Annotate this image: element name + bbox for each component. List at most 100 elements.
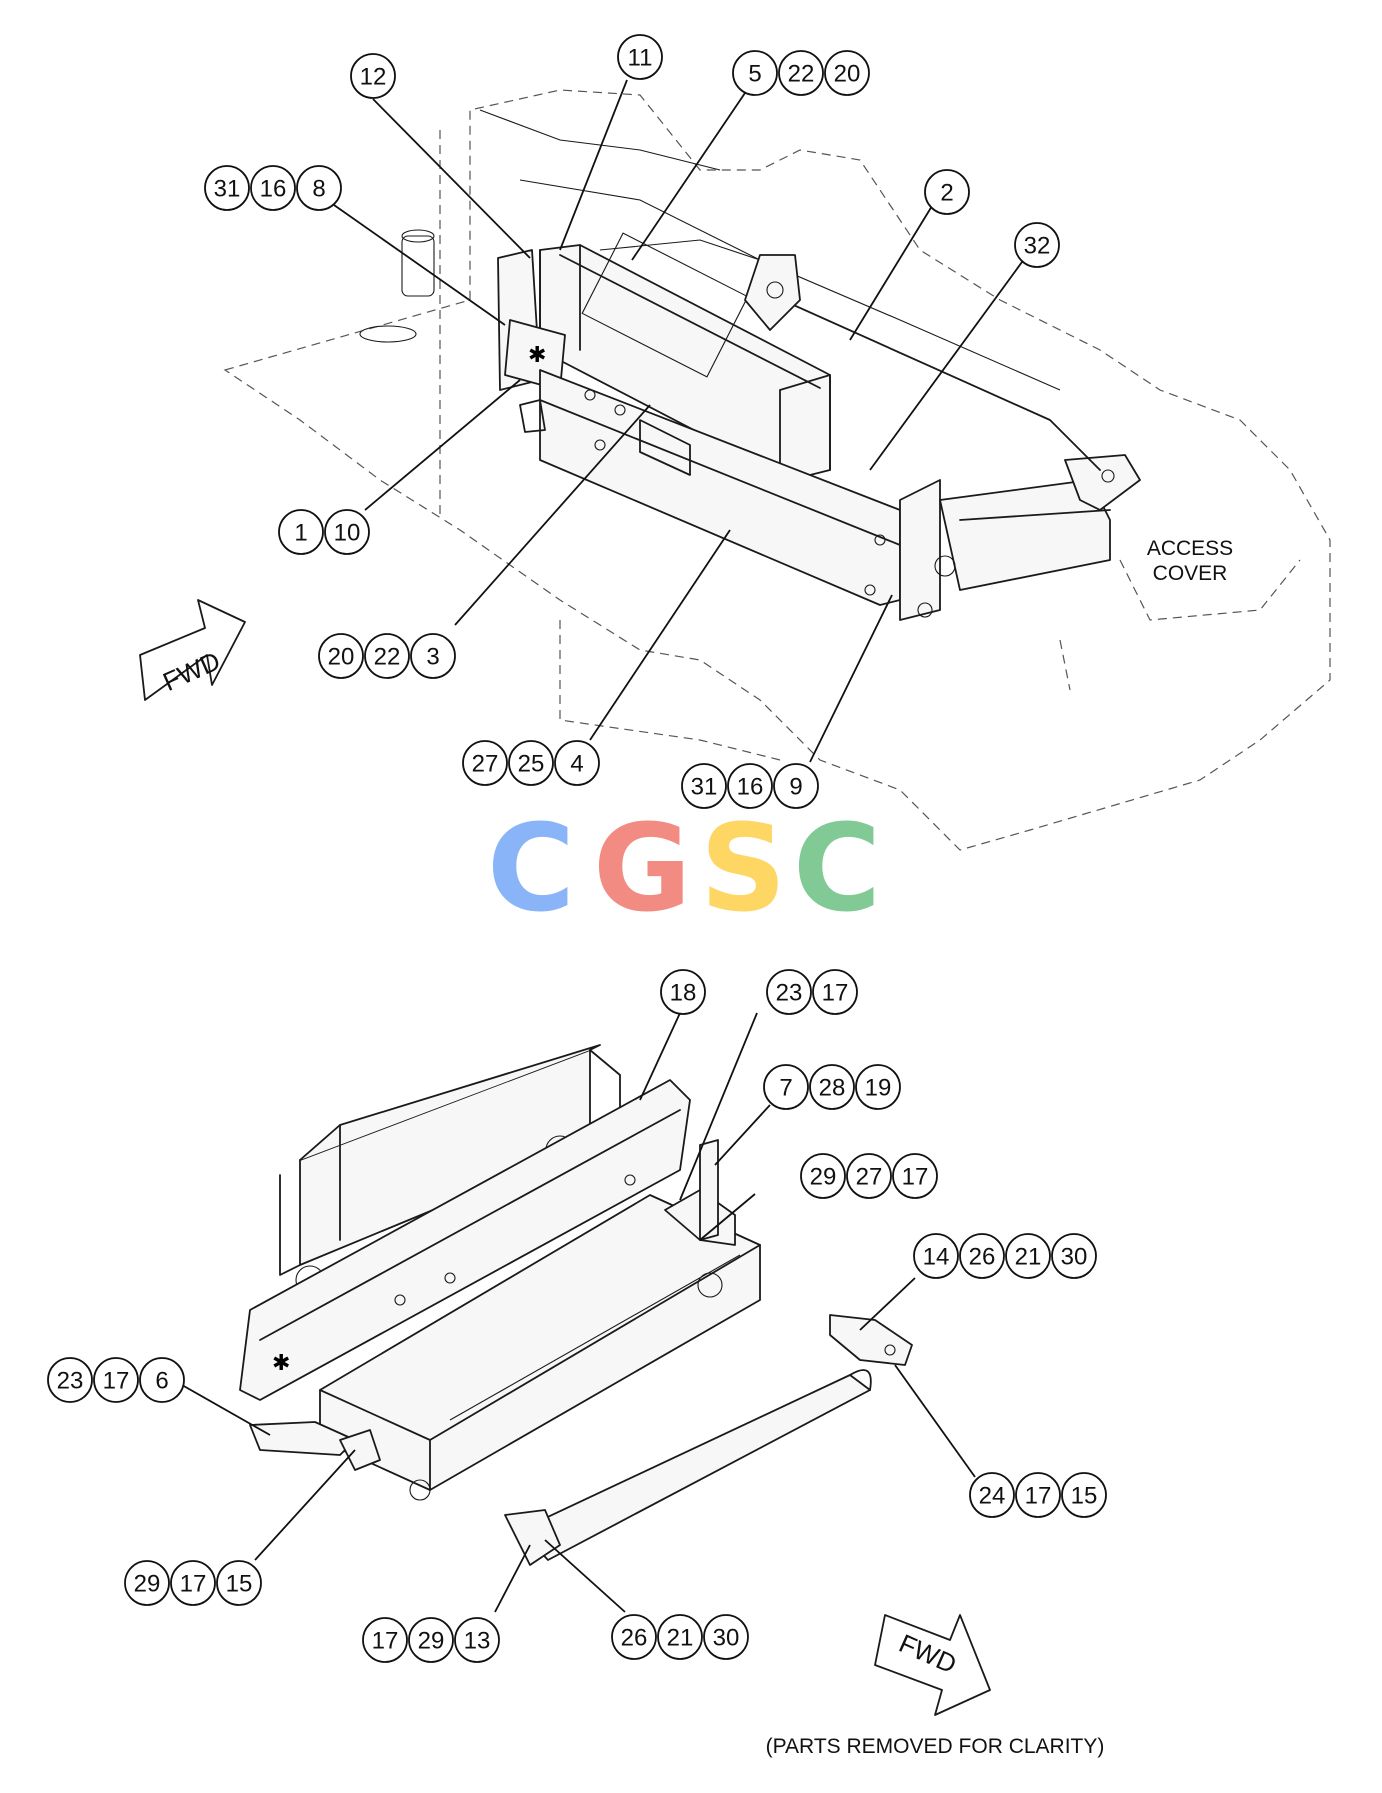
callout-number: 25 (518, 751, 545, 778)
callout-number: 22 (374, 644, 401, 671)
callout-circle (1005, 1233, 1051, 1279)
callout-number: 26 (969, 1244, 996, 1271)
callout-circle (959, 1233, 1005, 1279)
callout-number: 16 (737, 774, 764, 801)
callout-circle (410, 633, 456, 679)
callout-circle (216, 1560, 262, 1606)
callout-number: 7 (779, 1075, 792, 1102)
callout-circle (508, 740, 554, 786)
callout-number: 8 (312, 176, 325, 203)
callout-number: 29 (134, 1571, 161, 1598)
callout-circle (855, 1064, 901, 1110)
callout-number: 15 (226, 1571, 253, 1598)
callout-number: 27 (856, 1164, 883, 1191)
callout-32: 32 (1014, 222, 1060, 268)
callout-number: 31 (691, 774, 718, 801)
callout-circle (1061, 1472, 1107, 1518)
callout-circle (846, 1153, 892, 1199)
callout-number: 18 (670, 980, 697, 1007)
callout-circle (47, 1357, 93, 1403)
callout-18: 18 (660, 969, 706, 1015)
callout-circle (296, 165, 342, 211)
callout-number: 27 (472, 751, 499, 778)
callout-number: 2 (940, 180, 953, 207)
callout-circle (408, 1617, 454, 1663)
callout-number: 23 (776, 980, 803, 1007)
callout-circle (1015, 1472, 1061, 1518)
callout-number: 17 (180, 1571, 207, 1598)
callout-circle (350, 53, 396, 99)
callout-number: 1 (294, 520, 307, 547)
logo-letter-c2: C (793, 800, 881, 939)
callout-circle (1014, 222, 1060, 268)
callout-number: 13 (464, 1628, 491, 1655)
callout-number: 16 (260, 176, 287, 203)
callout-number: 6 (155, 1368, 168, 1395)
callout-circle (657, 1614, 703, 1660)
callout-number: 5 (748, 61, 761, 88)
callout-circle (727, 763, 773, 809)
callout-7-28-19: 7 28 19 (763, 1064, 901, 1110)
access-cover-label-line1: ACCESS (1147, 537, 1233, 560)
bottom-leader-lines (181, 1012, 976, 1613)
callout-circle (364, 633, 410, 679)
callout-number: 22 (788, 61, 815, 88)
callout-circle (773, 763, 819, 809)
callout-number: 17 (902, 1164, 929, 1191)
callout-12: 12 (350, 53, 396, 99)
callout-number: 21 (1015, 1244, 1042, 1271)
parts-removed-note: (PARTS REMOVED FOR CLARITY) (766, 1735, 1105, 1758)
callout-number: 19 (865, 1075, 892, 1102)
callout-circle (250, 165, 296, 211)
callout-circle (170, 1560, 216, 1606)
snowflake-icon: ✱ (528, 343, 546, 368)
callout-number: 17 (372, 1628, 399, 1655)
callout-2: 2 (924, 169, 970, 215)
callout-29-27-17: 29 27 17 (800, 1153, 938, 1199)
callout-number: 17 (1025, 1483, 1052, 1510)
fwd-arrow-top: FWD (139, 599, 246, 701)
callout-circle (766, 969, 812, 1015)
callout-5-22-20: 5 22 20 (732, 50, 870, 96)
callout-circle (778, 50, 824, 96)
callout-number: 30 (1061, 1244, 1088, 1271)
callout-circle (763, 1064, 809, 1110)
callout-circle (824, 50, 870, 96)
callout-circle (324, 509, 370, 555)
callout-number: 31 (214, 176, 241, 203)
logo-letter-s: S (700, 800, 786, 939)
callout-circle (800, 1153, 846, 1199)
callout-circle (462, 740, 508, 786)
callout-circle (139, 1357, 185, 1403)
callout-number: 28 (819, 1075, 846, 1102)
callout-circle (681, 763, 727, 809)
callout-number: 11 (628, 45, 653, 72)
callout-circle (124, 1560, 170, 1606)
callout-circle (554, 740, 600, 786)
bottom-cooler-assembly: ✱ (239, 1044, 913, 1566)
callout-number: 3 (426, 644, 439, 671)
callout-number: 20 (834, 61, 861, 88)
fwd-label-top: FWD (158, 645, 224, 696)
callout-29-17-15: 29 17 15 (124, 1560, 262, 1606)
callout-circle (732, 50, 778, 96)
callout-number: 29 (810, 1164, 837, 1191)
top-leader-lines (333, 79, 1023, 763)
callout-circle (660, 969, 706, 1015)
callout-circle (892, 1153, 938, 1199)
top-cooler-assembly: ✱ (497, 232, 1141, 621)
callout-number: 32 (1024, 233, 1051, 260)
callout-number: 17 (103, 1368, 130, 1395)
callout-number: 9 (789, 774, 802, 801)
logo-letter-c1: C (487, 800, 575, 939)
callout-circle (913, 1233, 959, 1279)
cgsc-watermark-logo: C G S C (487, 800, 881, 939)
